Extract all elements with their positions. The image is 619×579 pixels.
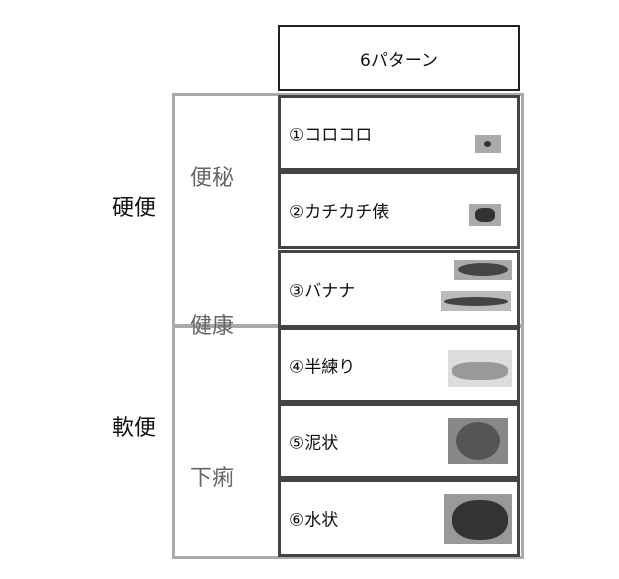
- constipation-label: 便秘: [190, 166, 235, 191]
- pattern-row-2: ②カチカチ俵: [278, 171, 520, 249]
- diarrhea-label: 下痢: [190, 466, 235, 491]
- pattern-row-6: ⑥水状: [278, 479, 520, 557]
- banana-photo-2: [441, 291, 511, 311]
- pattern-label: ⑤泥状: [289, 433, 339, 454]
- hard-stool-label: 硬便: [112, 196, 157, 221]
- banana-photo-1: [454, 260, 512, 280]
- watery-photo: [444, 494, 512, 544]
- header-title: 6パターン: [360, 50, 438, 71]
- pattern-row-4: ④半練り: [278, 327, 520, 403]
- soft-stool-label: 軟便: [112, 416, 157, 441]
- pattern-label: ①コロコロ: [289, 125, 373, 146]
- soft-photo: [448, 350, 512, 387]
- pattern-row-5: ⑤泥状: [278, 403, 520, 479]
- pattern-label: ④半練り: [289, 357, 356, 378]
- pellet-photo: [475, 135, 501, 153]
- pattern-row-3: ③バナナ: [278, 250, 520, 328]
- pattern-label: ⑥水状: [289, 510, 339, 531]
- pattern-label: ③バナナ: [289, 281, 356, 302]
- lumpy-photo: [469, 204, 501, 226]
- pattern-row-1: ①コロコロ: [278, 95, 520, 171]
- pattern-label: ②カチカチ俵: [289, 202, 390, 223]
- muddy-photo: [448, 418, 508, 464]
- healthy-label: 健康: [190, 314, 235, 339]
- header-box: 6パターン: [278, 25, 520, 91]
